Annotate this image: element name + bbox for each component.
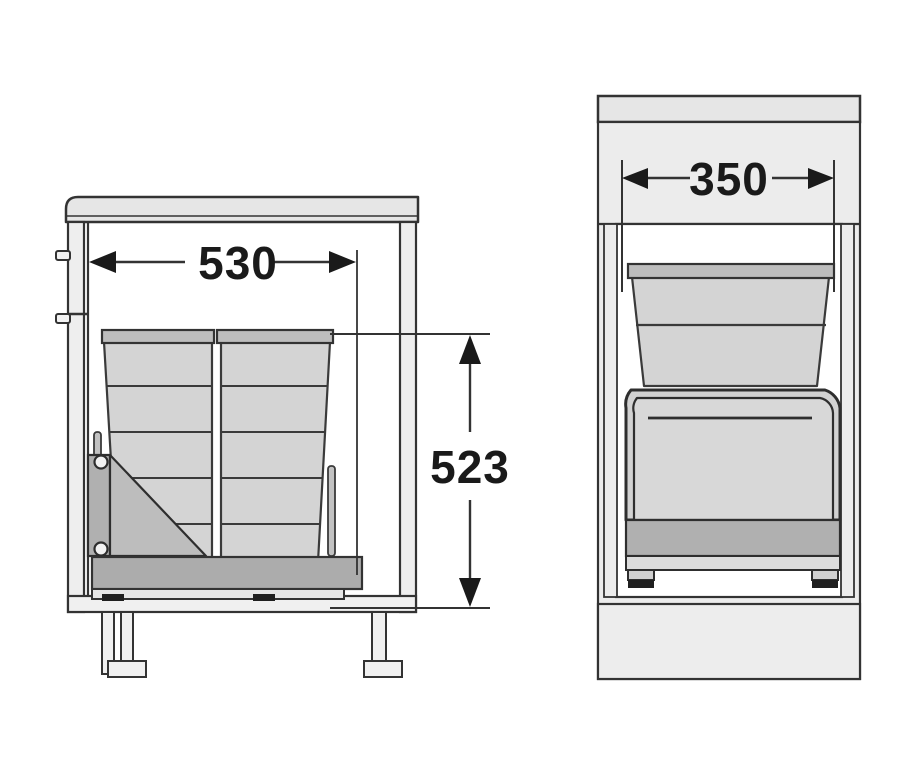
side-runner-foot-right (812, 580, 838, 588)
side-runner-foot-left (628, 580, 654, 588)
dim-350-arrow-left-icon (622, 168, 648, 189)
dim-523-arrow-bottom-icon (459, 578, 481, 607)
dim-530-label: 530 (198, 237, 278, 289)
dim-523-label: 523 (430, 441, 510, 493)
front-bracket-pivot-upper (93, 454, 109, 470)
side-bin-body (630, 275, 831, 388)
side-runner-right (811, 569, 839, 581)
front-pullout-tray-lip (91, 588, 345, 600)
side-worktop (596, 94, 862, 124)
front-hinge-tab-lower (55, 313, 71, 324)
side-view-group: 350 (596, 94, 862, 681)
front-leg-left-foot (107, 660, 147, 678)
dim-530-arrow-right-icon (329, 251, 356, 273)
front-right-side-panel (398, 220, 418, 614)
dim-523-arrow-top-icon (459, 335, 481, 364)
side-tray-base (625, 555, 841, 571)
front-bracket-plate (86, 453, 112, 558)
front-right-guide-rod (327, 465, 336, 557)
side-tray-block (624, 518, 842, 558)
front-right-bin-body (219, 340, 332, 564)
dim-350-arrow-right-icon (808, 168, 834, 189)
front-bracket-pivot-lower (93, 541, 109, 557)
front-runner-foot-right (253, 594, 275, 601)
front-left-bin-rim (100, 328, 216, 345)
front-leg-right-foot (363, 660, 403, 678)
side-runner-left (627, 569, 655, 581)
front-runner-foot-left (102, 594, 124, 601)
side-wall-left-strip (603, 223, 618, 598)
side-rounded-frame-inner (632, 396, 835, 522)
front-pullout-tray-top (90, 555, 364, 591)
front-left-side-panel (66, 220, 86, 614)
dim-350-label: 350 (689, 153, 769, 205)
side-bin-rim (626, 262, 836, 280)
side-wall-right-strip (840, 223, 855, 598)
front-worktop (64, 195, 420, 224)
side-base-plinth (596, 602, 862, 681)
dim-530-arrow-left-icon (89, 251, 116, 273)
front-right-bin-rim (215, 328, 335, 345)
front-view-group: 530 523 (55, 195, 510, 678)
front-hinge-tab-upper (55, 250, 71, 261)
